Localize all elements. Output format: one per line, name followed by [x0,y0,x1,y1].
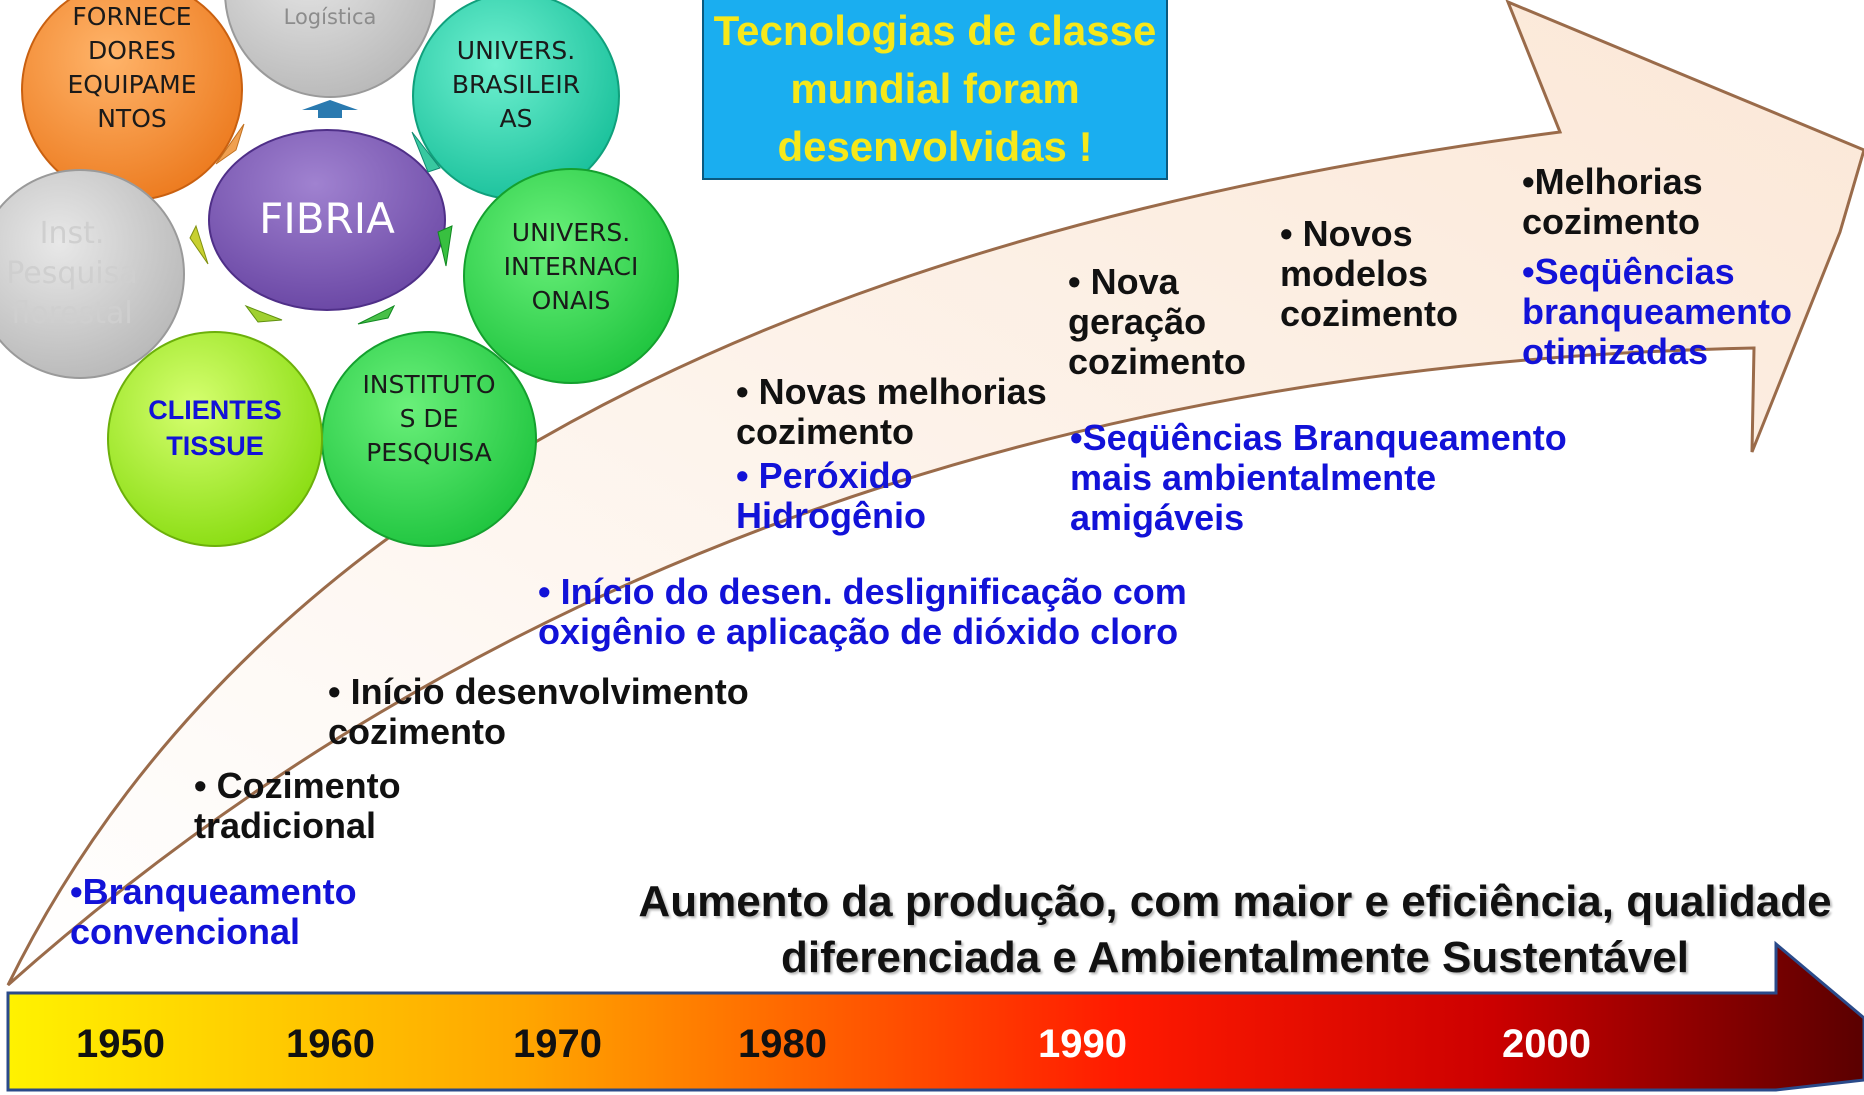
node-univ-internacionais-circle [463,168,679,384]
year-label: 2000 [1502,1022,1591,1066]
growth-curve-arrow [6,0,1864,987]
milestone-cozimento-tradicional: • Cozimento tradicional [194,765,401,846]
connector-arrow [437,225,453,267]
node-fibria-center [208,129,446,311]
milestone-novos-modelos: • Novos modelos cozimento [1280,213,1459,334]
year-label: 1990 [1038,1022,1127,1066]
milestone-inicio-cozimento: • Início desenvolvimento cozimento [328,671,749,752]
node-fornecedores-label: FORNECE DORES EQUIPAME NTOS [67,2,197,133]
node-clientes-label: CLIENTES TISSUE [148,395,282,461]
callout-text: Tecnologias de classe mundial foram dese… [713,7,1157,170]
milestone-sequencias-otimizadas: •Seqüências branqueamento otimizadas [1522,251,1793,372]
connector-arrow [244,304,283,323]
node-inst-florestal-label: Inst. Pesquisa florestal [6,216,138,331]
milestone-peroxido: • Peróxido Hidrogênio [736,455,926,536]
node-institutos-label: INSTITUTO S DE PESQUISA [362,370,496,467]
milestone-sequencias-ambientais: •Seqüências Branqueamento mais ambiental… [1070,417,1567,538]
node-fibria-label: FIBRIA [259,194,395,243]
node-inst-florestal-circle [0,169,185,379]
milestone-melhorias-cozimento: •Melhorias cozimento [1522,161,1703,242]
year-label: 1950 [76,1022,165,1066]
milestone-branqueamento-convencional: •Branqueamento convencional [70,871,357,952]
year-label: 1960 [286,1022,375,1066]
milestone-novas-melhorias: • Novas melhorias cozimento [736,371,1047,452]
milestone-inicio-deslignificacao: • Início do desen. deslignificação com o… [538,571,1187,652]
connector-arrow [215,123,245,165]
timeline-arrow [6,940,1864,1092]
node-clientes-circle [107,331,323,547]
connector-arrow [302,100,358,118]
milestone-nova-geracao: • Nova geração cozimento [1068,261,1247,382]
node-logistica-label: Logística [283,5,377,29]
connector-arrow [189,224,209,265]
connector-arrow [357,304,396,325]
year-label: 1970 [513,1022,602,1066]
node-univ-brasileiras-label: UNIVERS. BRASILEIR AS [451,36,581,133]
callout-box [702,0,1168,180]
node-univ-internacionais-label: UNIVERS. INTERNACI ONAIS [503,218,639,315]
headline-text: Aumento da produção, com maior e eficiên… [638,877,1832,982]
node-logistica-circle [224,0,436,98]
connector-arrow [411,131,441,173]
year-label: 1980 [738,1022,827,1066]
